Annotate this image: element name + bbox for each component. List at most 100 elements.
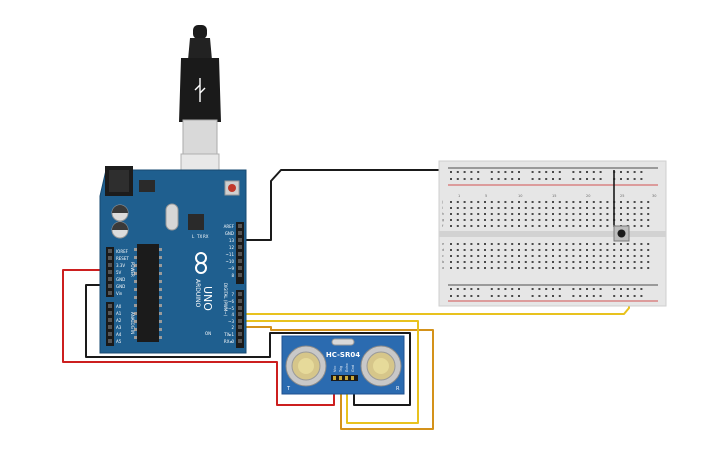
breadboard-hole [538, 295, 540, 297]
breadboard-hole [559, 213, 561, 215]
breadboard-hole [559, 261, 561, 263]
breadboard-hole [491, 225, 493, 227]
breadboard-hole [586, 267, 588, 269]
breadboard-hole [545, 207, 547, 209]
breadboard-hole [532, 295, 534, 297]
breadboard-hole [464, 207, 466, 209]
bb-row-i: i [442, 206, 443, 210]
arduino-board[interactable]: ARDUINO UNO L TX RX ON AREF GND 13 12 ~1… [100, 166, 246, 353]
breadboard[interactable]: 1 5 10 15 20 25 30 j i h g f e d c b a [439, 161, 666, 306]
breadboard-hole [450, 207, 452, 209]
breadboard-hole [532, 267, 534, 269]
breadboard-hole [552, 267, 554, 269]
breadboard-hole [525, 243, 527, 245]
breadboard-hole [470, 261, 472, 263]
breadboard-hole [457, 171, 459, 173]
usb-plug-metal [183, 120, 217, 154]
sensor-pin-echo-label: Echo [345, 364, 349, 373]
breadboard-hole [491, 243, 493, 245]
pushbutton[interactable] [614, 226, 629, 241]
breadboard-hole [518, 201, 520, 203]
breadboard-hole [600, 219, 602, 221]
breadboard-hole [552, 201, 554, 203]
hc-sr04-sensor[interactable]: HC-SR04 T R Vcc Trig Echo Gnd [282, 336, 404, 394]
breadboard-hole [464, 288, 466, 290]
breadboard-hole [640, 295, 642, 297]
breadboard-hole [572, 219, 574, 221]
breadboard-hole [545, 243, 547, 245]
bb-col-30: 30 [652, 194, 656, 198]
breadboard-hole [552, 243, 554, 245]
breadboard-hole [620, 207, 622, 209]
breadboard-hole [620, 261, 622, 263]
breadboard-hole [532, 255, 534, 257]
breadboard-hole [566, 201, 568, 203]
breadboard-hole [518, 295, 520, 297]
breadboard-hole [504, 201, 506, 203]
usb-cable[interactable] [179, 25, 221, 188]
pin-label-6: ~6 [228, 299, 234, 304]
breadboard-hole [457, 243, 459, 245]
pin-label-9: ~9 [228, 266, 234, 271]
breadboard-hole [477, 213, 479, 215]
breadboard-center-channel [439, 231, 666, 237]
breadboard-hole [620, 201, 622, 203]
breadboard-hole [457, 219, 459, 221]
breadboard-hole [640, 201, 642, 203]
breadboard-hole [470, 249, 472, 251]
breadboard-hole [600, 267, 602, 269]
breadboard-hole [634, 267, 636, 269]
breadboard-hole [600, 207, 602, 209]
breadboard-hole [586, 213, 588, 215]
pin-label-gnd-2: GND [116, 284, 125, 289]
breadboard-hole [640, 249, 642, 251]
breadboard-hole [504, 261, 506, 263]
breadboard-hole [470, 213, 472, 215]
breadboard-hole [579, 213, 581, 215]
breadboard-hole [559, 288, 561, 290]
breadboard-hole [640, 243, 642, 245]
sensor-model-label: HC-SR04 [326, 351, 360, 359]
breadboard-hole [586, 219, 588, 221]
breadboard-hole [504, 255, 506, 257]
breadboard-hole [450, 213, 452, 215]
bb-col-1: 1 [458, 194, 460, 198]
breadboard-hole [559, 201, 561, 203]
breadboard-hole [640, 171, 642, 173]
breadboard-hole [450, 261, 452, 263]
breadboard-hole [470, 171, 472, 173]
pushbutton-cap [618, 230, 626, 238]
breadboard-hole [477, 267, 479, 269]
breadboard-hole [606, 207, 608, 209]
breadboard-hole [606, 255, 608, 257]
breadboard-hole [586, 207, 588, 209]
breadboard-hole [504, 225, 506, 227]
breadboard-hole [477, 288, 479, 290]
breadboard-hole [538, 267, 540, 269]
breadboard-hole [532, 207, 534, 209]
breadboard-hole [579, 243, 581, 245]
breadboard-hole [545, 213, 547, 215]
breadboard-hole [498, 261, 500, 263]
breadboard-hole [538, 201, 540, 203]
pin-label-gnd-1: GND [116, 277, 125, 282]
breadboard-hole [552, 219, 554, 221]
breadboard-hole [559, 171, 561, 173]
breadboard-hole [511, 219, 513, 221]
pin-label-a0: A0 [116, 304, 122, 309]
breadboard-hole [545, 201, 547, 203]
breadboard-hole [634, 219, 636, 221]
pin-label-0: RX◂0 [224, 339, 235, 344]
usb-cable-strain-relief [193, 25, 207, 39]
breadboard-hole [545, 261, 547, 263]
breadboard-hole [464, 261, 466, 263]
breadboard-hole [518, 249, 520, 251]
wire-top-gnd-black[interactable] [241, 170, 456, 240]
breadboard-hole [525, 225, 527, 227]
breadboard-hole [566, 249, 568, 251]
breadboard-hole [566, 243, 568, 245]
breadboard-hole [470, 267, 472, 269]
breadboard-hole [538, 171, 540, 173]
breadboard-hole [525, 201, 527, 203]
breadboard-hole [491, 295, 493, 297]
